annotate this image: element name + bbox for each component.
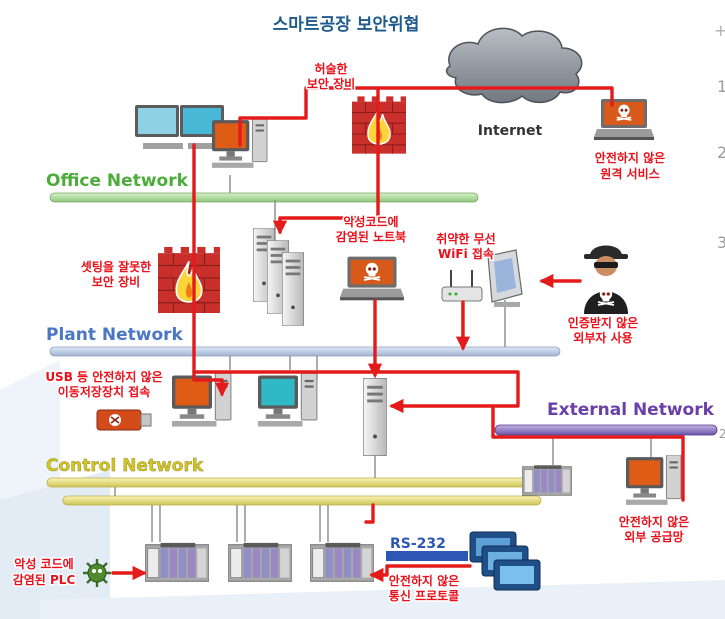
control-network-bar-2 <box>62 495 542 506</box>
threat-firewall-top-line2: 보안 장비 <box>307 76 355 91</box>
virus-icon <box>83 559 111 587</box>
attack-paths <box>111 86 685 583</box>
side-digit: 2 <box>717 143 725 162</box>
laptop-icon <box>594 99 654 140</box>
rs232-label: RS-232 <box>390 536 446 552</box>
threat-supply-line1: 안전하지 않은 <box>619 514 689 529</box>
office-network-label: Office Network <box>46 171 189 191</box>
plc-icon <box>310 543 374 581</box>
threat-firewall-top-line1: 허술한 <box>314 61 347 76</box>
modem-icon <box>487 249 523 307</box>
threat-plc-line2: 감염된 PLC <box>13 572 76 587</box>
background-ribbon <box>0 470 110 619</box>
attack-path-server-mid <box>376 370 520 414</box>
firewall-icon <box>158 247 220 313</box>
internet-label: Internet <box>478 123 543 139</box>
laptop-icon <box>340 257 404 301</box>
attack-path-internet <box>238 86 614 147</box>
threat-firewall-mid-line2: 보안 장비 <box>92 274 140 289</box>
threat-usb-line2: 이동저장장치 접속 <box>58 384 151 399</box>
threat-protocol-line2: 통신 프로토콜 <box>389 588 459 603</box>
side-remnants: + 1 2 3 2 <box>714 21 725 441</box>
threat-supply-line2: 외부 공급망 <box>624 529 683 544</box>
attack-path-supply <box>491 404 685 502</box>
office-network-bar <box>49 192 479 203</box>
side-digit: 1 <box>717 77 725 96</box>
threat-remote-line1: 안전하지 않은 <box>595 150 665 165</box>
diagram-title: 스마트공장 보안위협 <box>273 14 420 35</box>
attack-path-usb <box>192 143 230 397</box>
plant-network-label: Plant Network <box>46 325 184 345</box>
threat-usb-line1: USB 등 안전하지 않은 <box>45 369 162 384</box>
background-band <box>40 580 725 619</box>
threat-firewall-mid-line1: 셋팅을 잘못한 <box>81 259 151 274</box>
attack-path-protocol <box>369 564 472 583</box>
attack-path-plant-link <box>192 364 380 374</box>
side-digit: 2 <box>719 427 725 441</box>
threat-outsider-line1: 인증받지 않은 <box>568 315 638 330</box>
threat-remote-line2: 원격 서비스 <box>600 166 659 181</box>
desktop-computer-icon <box>626 455 681 505</box>
attack-path-server <box>272 88 380 235</box>
server-icon <box>253 228 304 325</box>
threat-wifi-line2: WiFi 접속 <box>438 247 494 261</box>
server-icon <box>363 378 386 456</box>
connector-lines <box>114 175 652 542</box>
external-network-bar <box>494 424 718 436</box>
threat-plc-line1: 악성 코드에 <box>14 556 73 571</box>
external-network-label: External Network <box>547 400 715 420</box>
rs232-bar <box>386 551 468 561</box>
control-network-label: Control Network <box>46 456 204 476</box>
threat-labels: 허술한 보안 장비 안전하지 않은 원격 서비스 악성코드에 감염된 노트북 취… <box>11 60 690 605</box>
wifi-router-icon <box>441 270 483 302</box>
side-mark: + <box>714 21 725 40</box>
plc-icon <box>145 543 209 581</box>
desktop-computer-icon <box>135 105 183 149</box>
plc-icon <box>228 543 292 581</box>
handheld-terminal-icon <box>469 531 541 591</box>
side-digit: 3 <box>717 233 725 252</box>
cloud-icon <box>445 27 583 104</box>
threat-outsider-line2: 외부자 사용 <box>573 330 632 345</box>
control-network-bar-1 <box>46 477 548 488</box>
plc-icon <box>522 465 572 495</box>
usb-drive-icon <box>96 409 152 431</box>
plant-network-bar <box>49 346 561 357</box>
threat-laptop-line1: 악성코드에 <box>343 214 398 229</box>
threat-protocol-line1: 안전하지 않은 <box>389 573 459 588</box>
threat-wifi-line1: 취약한 무선 <box>436 231 495 246</box>
hacker-icon <box>584 245 628 314</box>
office-computers <box>135 105 267 168</box>
desktop-computer-icon <box>258 373 317 426</box>
attack-path-control <box>364 503 375 524</box>
threat-laptop-line2: 감염된 노트북 <box>336 229 406 244</box>
